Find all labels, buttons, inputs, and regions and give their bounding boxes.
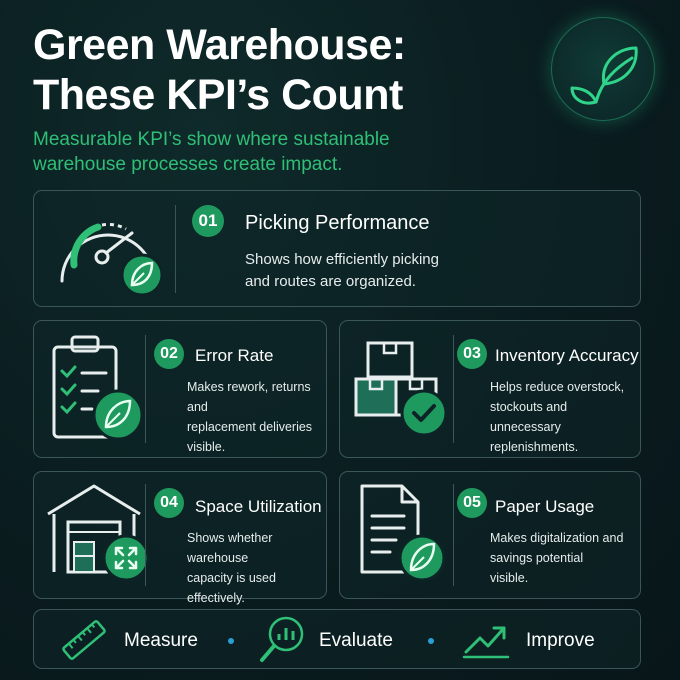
kpi-description: Shows whether warehouse capacity is used…	[187, 528, 326, 608]
desc-line: Makes digitalization and	[490, 531, 624, 545]
ruler-icon	[60, 616, 108, 669]
desc-line: visible.	[490, 571, 529, 585]
warehouse-expand-icon	[44, 480, 152, 589]
card-divider	[453, 335, 454, 443]
kpi-description: Makes digitalization and savings potenti…	[490, 528, 623, 588]
desc-line: and routes are organized.	[245, 273, 416, 290]
step-measure: Measure	[124, 630, 198, 651]
kpi-number-badge: 04	[154, 488, 184, 518]
trend-up-icon	[462, 620, 510, 665]
boxes-check-icon	[352, 339, 454, 448]
kpi-description: Shows how efficiently picking and routes…	[245, 249, 439, 293]
desc-line: stockouts and unnecessary	[490, 400, 568, 434]
step-improve: Improve	[526, 630, 595, 651]
kpi-card-inventory-accuracy: 03 Inventory Accuracy Helps reduce overs…	[339, 320, 641, 458]
desc-line: replacement deliveries	[187, 420, 313, 434]
kpi-description: Makes rework, returns and replacement de…	[187, 377, 326, 457]
process-strip	[33, 609, 641, 669]
kpi-card-error-rate: 02 Error Rate Makes rework, returns and …	[33, 320, 327, 458]
checklist-leaf-icon	[48, 331, 146, 452]
step-evaluate: Evaluate	[319, 630, 393, 651]
card-divider	[145, 335, 146, 443]
speedometer-leaf-icon	[52, 205, 164, 302]
kpi-card-picking-performance: 01 Picking Performance Shows how efficie…	[33, 190, 641, 307]
kpi-title: Space Utilization	[195, 497, 322, 516]
subtitle-line-1: Measurable KPI’s show where sustainable	[33, 129, 390, 150]
desc-line: Shows how efficiently picking	[245, 251, 439, 268]
document-leaf-icon	[356, 482, 452, 591]
card-divider	[453, 484, 454, 586]
title-line-1: Green Warehouse:	[33, 21, 406, 69]
kpi-card-paper-usage: 05 Paper Usage Makes digitalization and …	[339, 471, 641, 599]
desc-line: capacity is used	[187, 571, 276, 585]
kpi-number-badge: 01	[192, 205, 224, 237]
kpi-title: Inventory Accuracy	[495, 346, 639, 365]
kpi-number-badge: 05	[457, 488, 487, 518]
kpi-card-space-utilization: 04 Space Utilization Shows whether wareh…	[33, 471, 327, 605]
desc-line: savings potential	[490, 551, 584, 565]
desc-line: Shows whether warehouse	[187, 531, 273, 565]
kpi-title: Paper Usage	[495, 497, 595, 516]
desc-line: effectively.	[187, 591, 245, 605]
separator-dot	[228, 638, 234, 644]
title-line-2: These KPI’s Count	[33, 71, 403, 119]
desc-line: Helps reduce overstock,	[490, 380, 625, 394]
magnifier-chart-icon	[258, 614, 306, 669]
separator-dot	[428, 638, 434, 644]
kpi-title: Picking Performance	[245, 212, 430, 234]
kpi-number-badge: 02	[154, 339, 184, 369]
kpi-description: Helps reduce overstock, stockouts and un…	[490, 377, 640, 457]
card-divider	[175, 205, 176, 293]
page-title: Green Warehouse: These KPI’s Count	[33, 20, 406, 120]
card-divider	[145, 484, 146, 586]
kpi-title: Error Rate	[195, 346, 274, 365]
subtitle-line-2: warehouse processes create impact.	[33, 154, 343, 175]
desc-line: replenishments.	[490, 440, 579, 454]
desc-line: visible.	[187, 440, 226, 454]
desc-line: Makes rework, returns and	[187, 380, 311, 414]
leaf-logo-icon	[551, 17, 655, 121]
kpi-number-badge: 03	[457, 339, 487, 369]
page-subtitle: Measurable KPI’s show where sustainable …	[33, 127, 453, 177]
